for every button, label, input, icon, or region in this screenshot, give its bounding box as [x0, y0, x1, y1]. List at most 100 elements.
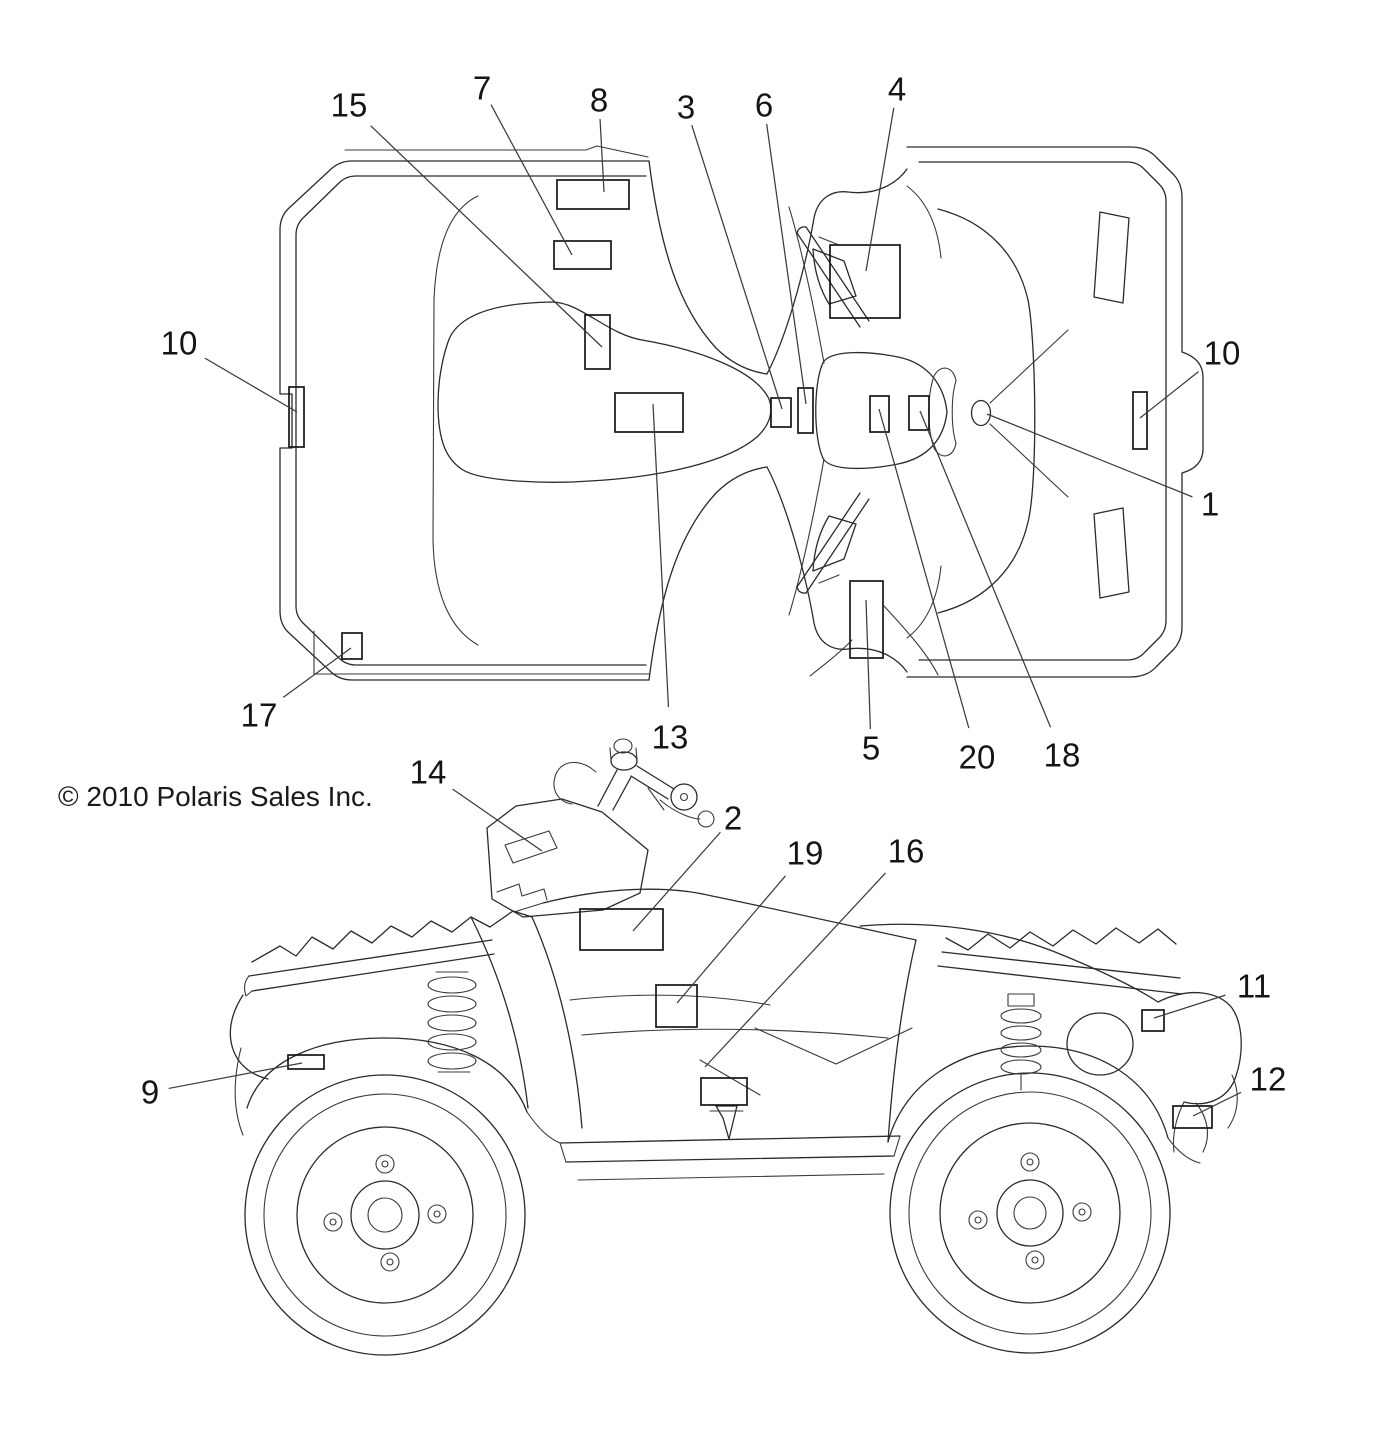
footboard-edge — [559, 1135, 901, 1181]
rear-fender-arch — [246, 1037, 528, 1113]
rear-seam-left — [809, 639, 853, 677]
decal-box-8-top-0 — [556, 179, 630, 210]
handlebar-bar — [630, 765, 675, 800]
rear-rack-end — [243, 975, 253, 997]
front-rack-rail-1 — [941, 951, 1181, 979]
front-fender-lower — [1167, 1137, 1201, 1164]
callout-leader-5-3 — [865, 599, 871, 730]
body-waist-top — [648, 160, 768, 375]
front-rack-inner-line — [918, 161, 1167, 661]
fender-split-upper — [788, 206, 825, 364]
callout-leader-20-13 — [878, 408, 970, 729]
callout-leader-19-20 — [676, 875, 787, 1004]
panel-crease-upper — [989, 329, 1069, 404]
fender-split-lower — [788, 458, 825, 616]
callout-leader-15-10 — [370, 125, 603, 348]
callout-label-18-12: 18 — [1044, 737, 1081, 774]
callout-label-11-16: 11 — [1237, 968, 1271, 1005]
callout-label-13-9: 13 — [652, 719, 689, 756]
decal-box-17-top-10 — [341, 632, 363, 660]
callout-label-14-18: 14 — [410, 754, 447, 791]
decal-box-10-top-9 — [1132, 391, 1148, 450]
front-rack-rail-2 — [937, 965, 1183, 995]
rear-rack-inner-line — [295, 175, 647, 666]
callout-leader-6-4 — [766, 123, 807, 405]
rack-shadow-bottom — [906, 565, 942, 639]
front-body-top — [766, 168, 908, 375]
decal-box-6-top-5 — [797, 387, 814, 434]
seat-tank-top — [542, 888, 917, 941]
rear-seam-right — [883, 605, 939, 676]
decal-box-19-side-14 — [655, 984, 698, 1028]
footwell-top-rail — [581, 1028, 889, 1039]
callout-label-7-5: 7 — [473, 70, 491, 107]
lever-stub-lower — [818, 574, 840, 584]
front-fender-arch — [887, 1045, 1169, 1143]
callout-leader-10-8 — [1139, 371, 1199, 419]
rear-fender-front — [526, 1111, 561, 1144]
front-fender-top — [859, 923, 1159, 1003]
callout-leader-16-19 — [704, 872, 887, 1068]
front-shock-spring — [1000, 993, 1042, 1091]
callout-label-16-19: 16 — [888, 833, 925, 870]
decal-box-12-side-17 — [1172, 1105, 1213, 1129]
callout-leader-8-6 — [599, 118, 605, 193]
callout-label-1-0: 1 — [1201, 486, 1219, 523]
rear-wheel — [244, 1074, 526, 1356]
atv-side-view — [229, 738, 1242, 1356]
headlight-pod — [1157, 991, 1242, 1105]
footboard-bottom — [565, 1155, 895, 1163]
handlebar-cluster — [486, 738, 715, 918]
callout-leader-3-1 — [691, 124, 783, 410]
rear-body-edge — [229, 994, 269, 1080]
callout-leader-18-12 — [919, 410, 1052, 728]
handlebar-lower-b — [805, 498, 870, 594]
callout-label-6-4: 6 — [755, 87, 773, 124]
front-fender-channel — [937, 208, 1036, 614]
copyright-text: © 2010 Polaris Sales Inc. — [58, 781, 373, 812]
brake-lever-upper — [812, 248, 857, 305]
rear-rack-corner-step — [313, 630, 650, 675]
callout-label-20-13: 20 — [959, 739, 996, 776]
front-rack-tread — [945, 927, 1177, 951]
rear-rack-outline — [279, 160, 650, 681]
handlebar-upper-b — [805, 226, 870, 322]
rear-mudflap — [234, 1047, 244, 1136]
callout-label-9-15: 9 — [141, 1074, 159, 1111]
callout-label-3-1: 3 — [677, 89, 695, 126]
callout-leader-17-11 — [282, 647, 352, 698]
steering-pod — [815, 351, 948, 470]
callout-label-5-3: 5 — [862, 730, 880, 767]
side-panel-line — [569, 994, 771, 1006]
callout-label-8-6: 8 — [590, 82, 608, 119]
fuel-cap — [970, 399, 992, 427]
rear-rack-rail-1 — [248, 939, 493, 977]
callout-label-17-11: 17 — [241, 697, 278, 734]
atv-top-view — [279, 145, 1204, 681]
callout-label-2-14: 2 — [724, 800, 742, 837]
rear-strut-2 — [531, 916, 583, 1129]
decal-box-4-top-12 — [829, 244, 901, 319]
rear-rack-rail-2 — [251, 953, 495, 992]
seat-front-joint — [513, 902, 544, 913]
throttle-cap — [613, 738, 633, 754]
front-rack-outline — [906, 146, 1204, 678]
rack-to-pod — [489, 910, 533, 928]
callout-label-19-20: 19 — [787, 835, 824, 872]
rear-shock-spring — [427, 971, 477, 1073]
rear-rack-tread — [251, 916, 491, 963]
decal-box-3-top-4 — [770, 397, 792, 428]
pod-step-detail — [496, 883, 548, 901]
handlebar-lower-a — [796, 492, 861, 588]
throttle-housing — [610, 751, 638, 771]
callout-leader-1-0 — [986, 413, 1193, 498]
front-fender-rear-edge — [887, 939, 917, 1143]
decal-box-16-side-15 — [700, 1077, 748, 1106]
rack-shadow-top — [906, 185, 942, 259]
handlebar-lower-cap — [796, 586, 807, 594]
decal-box-15-top-2 — [584, 314, 611, 370]
rear-rack-opening — [432, 195, 479, 646]
callout-leader-4-2 — [865, 107, 895, 272]
